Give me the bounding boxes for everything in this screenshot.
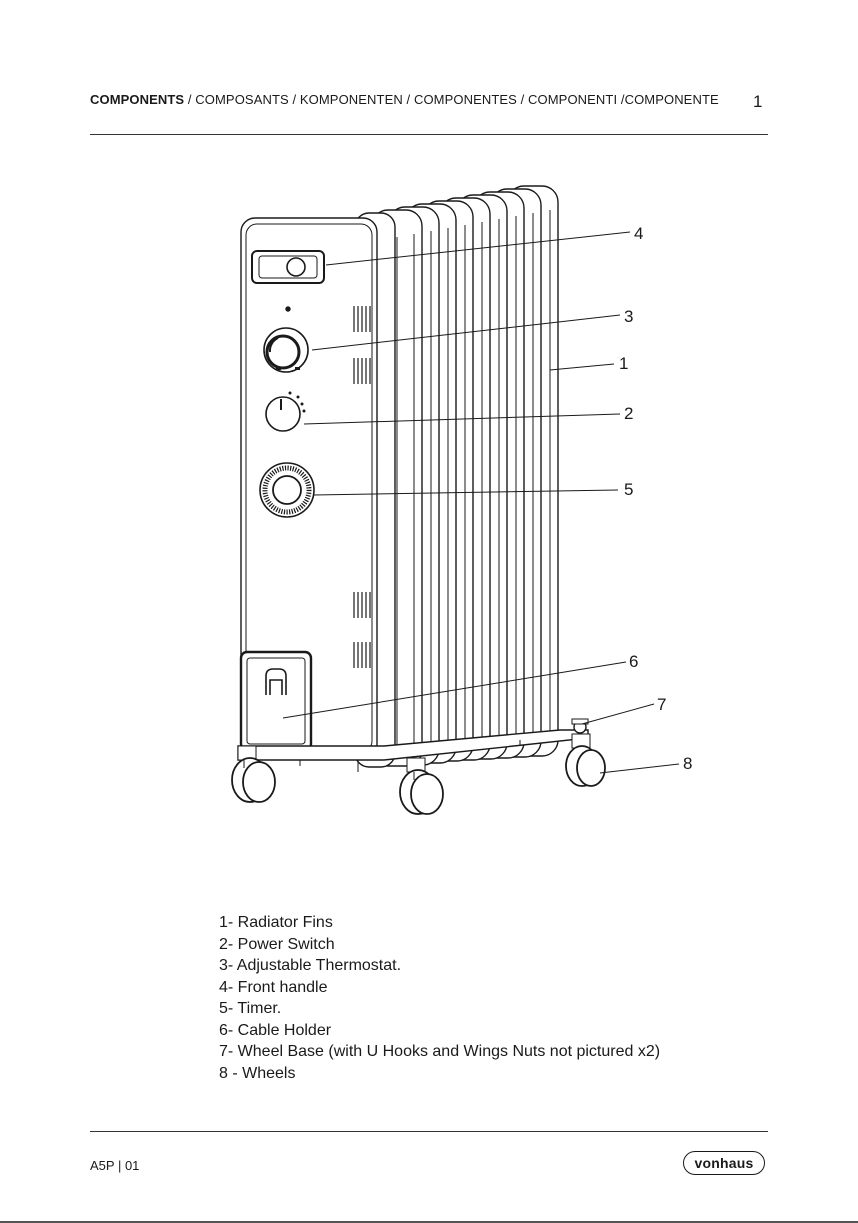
callout-1: 1 xyxy=(619,354,628,373)
legend-item: 8 - Wheels xyxy=(219,1063,660,1085)
legend-item: 2- Power Switch xyxy=(219,934,660,956)
legend-item: 5- Timer. xyxy=(219,998,660,1020)
callout-8: 8 xyxy=(683,754,692,773)
power-switch-knob xyxy=(266,397,300,431)
brand-logo: vonhaus xyxy=(683,1151,765,1175)
components-legend: 1- Radiator Fins 2- Power Switch 3- Adju… xyxy=(219,912,660,1084)
callout-3: 3 xyxy=(624,307,633,326)
legend-item: 6- Cable Holder xyxy=(219,1020,660,1042)
callout-2: 2 xyxy=(624,404,633,423)
handle-knob xyxy=(287,258,305,276)
callout-6: 6 xyxy=(629,652,638,671)
footer-rule xyxy=(90,1131,768,1132)
footer-code: A5P | 01 xyxy=(90,1158,139,1173)
callout-5: 5 xyxy=(624,480,633,499)
callout-7: 7 xyxy=(657,695,666,714)
leader-line-8 xyxy=(600,764,679,773)
legend-item: 7- Wheel Base (with U Hooks and Wings Nu… xyxy=(219,1041,660,1063)
leader-line-7 xyxy=(582,704,654,724)
wheel-rear-right xyxy=(566,734,605,786)
leader-line-1 xyxy=(550,364,614,370)
legend-item: 4- Front handle xyxy=(219,977,660,999)
radiator-illustration: 4 3 1 2 5 6 7 8 xyxy=(0,0,858,900)
legend-item: 3- Adjustable Thermostat. xyxy=(219,955,660,977)
legend-item: 1- Radiator Fins xyxy=(219,912,660,934)
callout-4: 4 xyxy=(634,224,643,243)
